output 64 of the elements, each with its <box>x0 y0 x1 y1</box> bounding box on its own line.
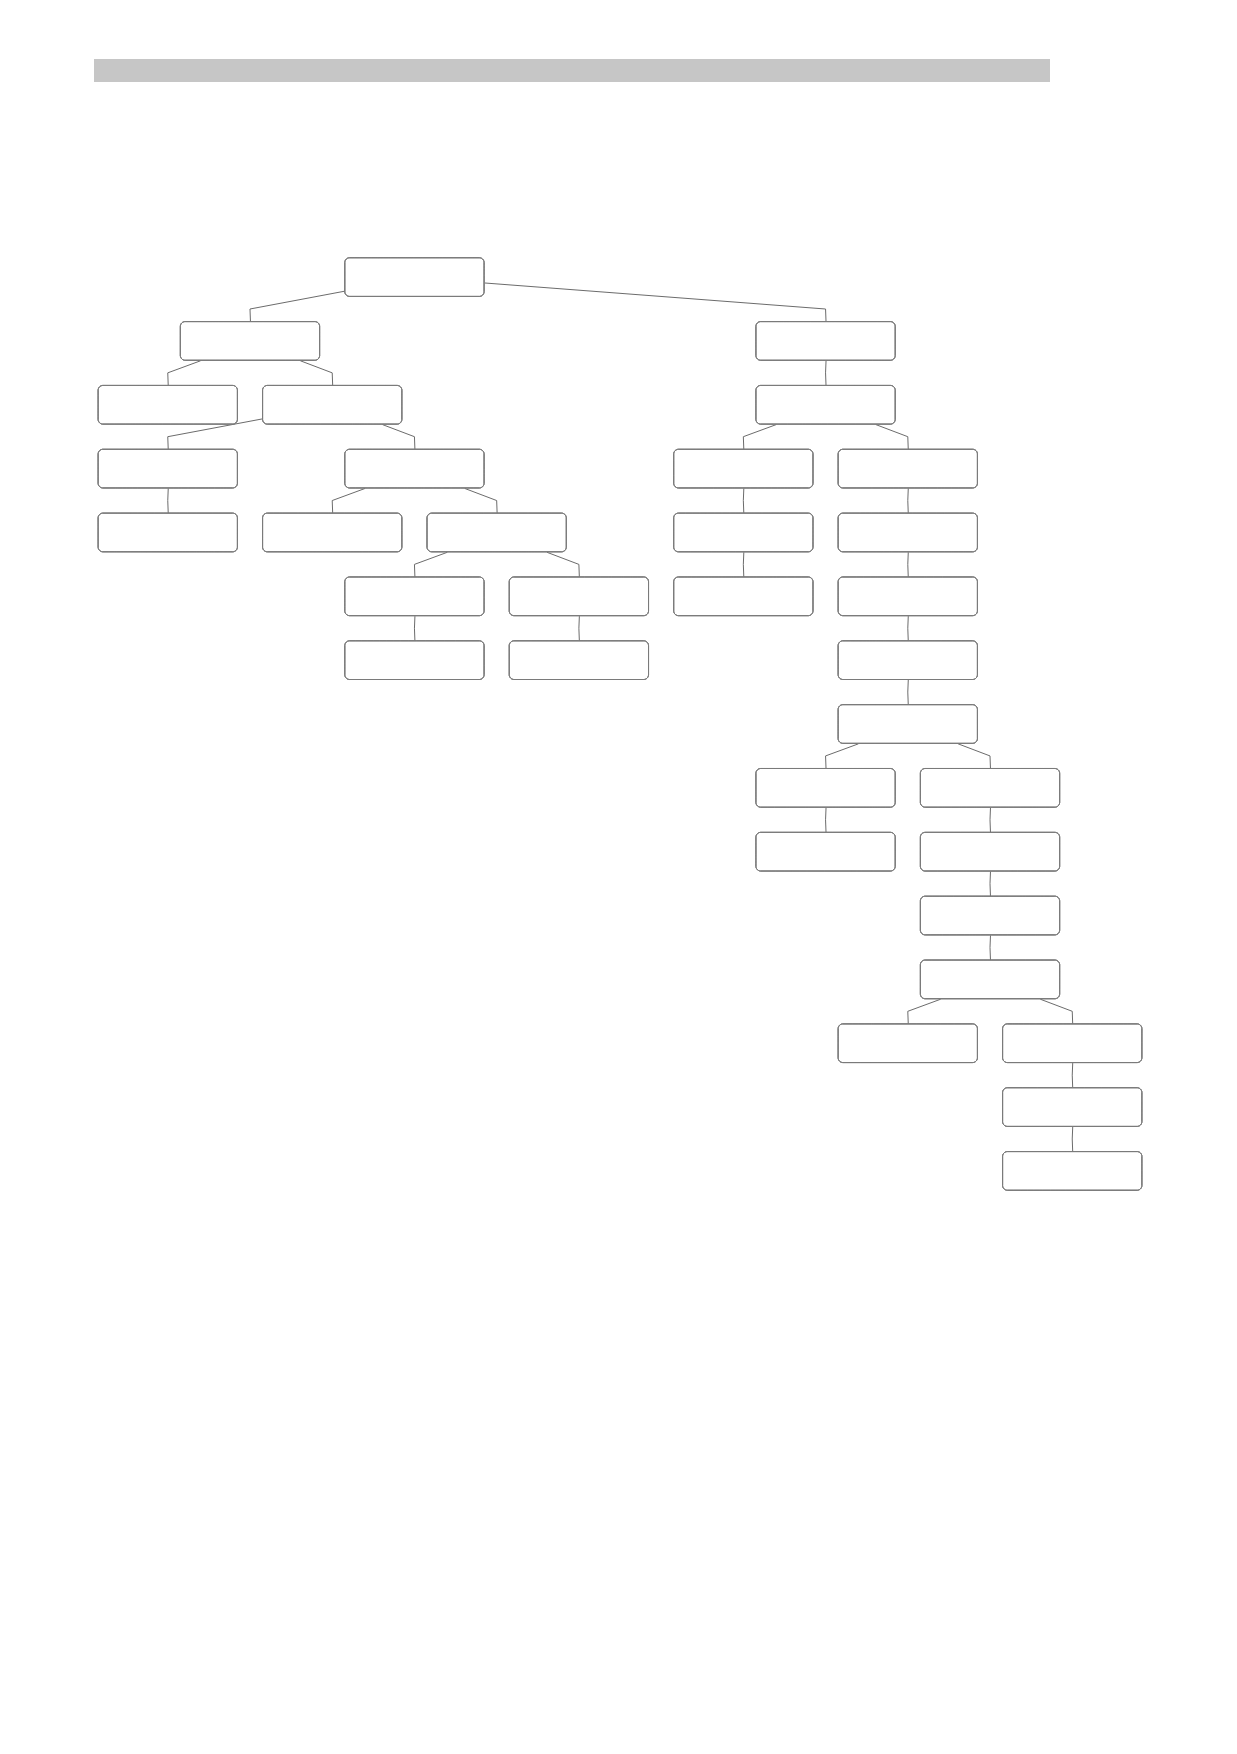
rounded-box <box>837 512 978 553</box>
rounded-box <box>179 321 321 361</box>
connector-line <box>299 360 334 387</box>
connector-line <box>484 282 827 323</box>
rounded-box <box>673 448 814 489</box>
connector-line <box>907 679 909 706</box>
rounded-box <box>97 448 238 489</box>
rounded-box <box>344 257 485 297</box>
rounded-box <box>919 831 1061 872</box>
rounded-box <box>344 640 485 680</box>
connector-line <box>167 487 169 515</box>
connector-line <box>464 487 498 515</box>
connector-line <box>825 360 827 387</box>
connector-line <box>742 424 777 451</box>
connector-line <box>989 807 991 834</box>
connector-line <box>413 551 448 578</box>
connector-line <box>907 551 909 578</box>
connector-line <box>578 615 580 642</box>
rounded-box <box>1002 1023 1143 1064</box>
rounded-box <box>837 1023 978 1064</box>
connector-line <box>382 424 416 451</box>
rounded-box <box>1002 1087 1143 1127</box>
rounded-box <box>837 640 978 680</box>
connector-line <box>907 998 942 1025</box>
connector-line <box>331 487 366 515</box>
rounded-box <box>673 576 814 617</box>
rounded-box <box>97 512 238 553</box>
connector-line <box>546 551 580 578</box>
rounded-box <box>755 384 896 425</box>
rounded-box <box>919 768 1061 808</box>
connector-line <box>1039 998 1074 1025</box>
connector-line <box>825 807 827 834</box>
connector-line <box>825 743 859 770</box>
rounded-box <box>837 448 978 489</box>
rounded-box <box>755 768 896 808</box>
connector-line <box>907 487 909 515</box>
connector-line <box>989 934 991 961</box>
connector-line <box>742 487 745 515</box>
connector-line <box>957 743 991 770</box>
rounded-box <box>1002 1151 1143 1191</box>
rounded-box <box>97 384 238 425</box>
rounded-box <box>262 512 403 553</box>
connector-line <box>907 615 909 642</box>
rounded-box <box>344 448 485 489</box>
connector-line <box>1071 1126 1074 1153</box>
rounded-box <box>755 321 896 361</box>
rounded-box <box>344 576 485 617</box>
connector-line <box>875 424 909 451</box>
connector-line <box>989 871 991 898</box>
rounded-box <box>919 959 1061 1000</box>
rounded-box <box>673 512 814 553</box>
connector-line <box>249 290 346 323</box>
rounded-box <box>755 831 896 872</box>
rounded-box <box>262 384 403 425</box>
rounded-box <box>508 640 650 680</box>
rounded-box <box>837 576 978 617</box>
connector-line <box>742 551 745 578</box>
rounded-box <box>508 576 650 617</box>
rounded-box <box>919 895 1061 936</box>
connector-line <box>167 418 264 451</box>
rounded-box <box>426 512 567 553</box>
connector-line <box>1071 1062 1074 1089</box>
connector-line <box>413 615 416 642</box>
rounded-box <box>837 704 978 744</box>
